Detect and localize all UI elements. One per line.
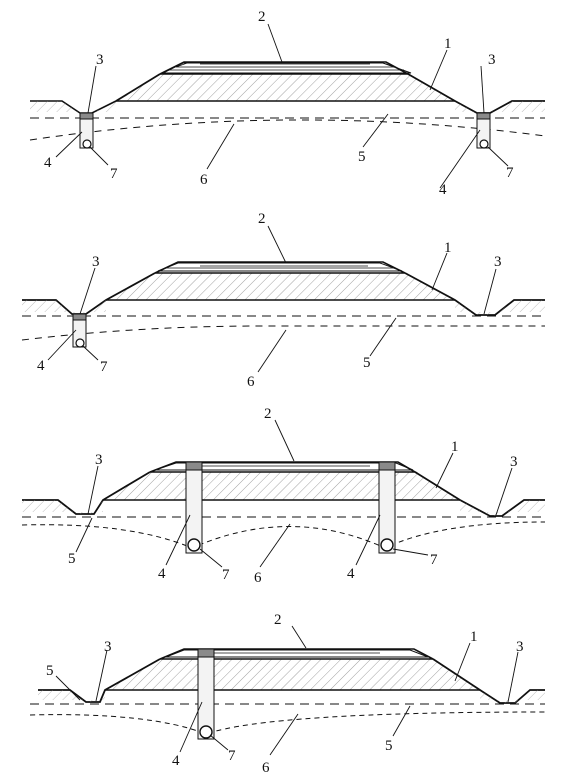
label-1: 1 — [451, 439, 459, 455]
label-5: 5 — [363, 355, 371, 371]
panel-3: 2 1 3 3 5 4 7 6 4 7 — [21, 406, 546, 586]
panel-2-labels: 2 1 3 3 4 7 6 5 — [37, 211, 502, 390]
label-2: 2 — [274, 612, 282, 628]
panel-2: 2 1 3 3 4 7 6 5 — [21, 211, 545, 390]
label-7-right: 7 — [430, 552, 438, 568]
ground-surface — [38, 658, 545, 704]
label-5-right: 5 — [385, 738, 393, 754]
label-6: 6 — [254, 570, 262, 586]
label-4-left: 4 — [44, 155, 52, 171]
leader-lines — [55, 625, 519, 756]
label-4-right: 4 — [439, 182, 447, 198]
label-2: 2 — [264, 406, 272, 422]
label-5: 5 — [358, 149, 366, 165]
leader-lines — [47, 225, 497, 373]
depression-curve — [21, 325, 545, 341]
label-4-right: 4 — [347, 566, 355, 582]
panel-4-labels: 2 1 5 3 3 4 7 6 5 — [46, 612, 524, 776]
embankment — [103, 461, 460, 501]
label-7: 7 — [100, 359, 108, 375]
label-7-left: 7 — [222, 567, 230, 583]
label-1: 1 — [444, 240, 452, 256]
pipe — [75, 338, 85, 348]
label-7: 7 — [228, 748, 236, 764]
pipe-left — [187, 538, 201, 552]
panel-3-labels: 2 1 3 3 5 4 7 6 4 7 — [68, 406, 518, 586]
leader-lines — [55, 23, 509, 189]
depression-curve — [29, 119, 546, 141]
label-7-left: 7 — [110, 166, 118, 182]
leader-lines — [75, 419, 513, 568]
label-2: 2 — [258, 211, 266, 227]
drain-right — [476, 112, 491, 149]
drain-left — [72, 313, 87, 348]
depression-curve — [21, 521, 546, 549]
ground-surface — [22, 471, 545, 517]
drain-left — [185, 461, 203, 554]
label-4: 4 — [172, 753, 180, 769]
label-3-right: 3 — [488, 52, 496, 68]
drain — [197, 648, 215, 740]
embankment — [105, 648, 480, 691]
label-5: 5 — [68, 551, 76, 567]
label-6: 6 — [262, 760, 270, 776]
label-6: 6 — [200, 172, 208, 188]
label-3-right: 3 — [510, 454, 518, 470]
embankment — [116, 61, 455, 102]
pipe-right — [479, 139, 489, 149]
panel-4: 2 1 5 3 3 4 7 6 5 — [29, 612, 546, 776]
label-2: 2 — [258, 9, 266, 25]
panel-1: 2 1 3 3 4 7 4 7 6 5 — [29, 9, 546, 198]
label-1: 1 — [444, 36, 452, 52]
panel-1-labels: 2 1 3 3 4 7 4 7 6 5 — [44, 9, 514, 198]
depression-curve — [29, 711, 546, 735]
label-3-left: 3 — [92, 254, 100, 270]
drain-right — [378, 461, 396, 554]
label-7-right: 7 — [506, 165, 514, 181]
label-4: 4 — [37, 358, 45, 374]
label-3-right: 3 — [494, 254, 502, 270]
pipe-left — [82, 139, 92, 149]
drain-left — [79, 112, 94, 149]
label-3-left: 3 — [96, 52, 104, 68]
label-5: 5 — [46, 663, 54, 679]
label-1: 1 — [470, 629, 478, 645]
label-3-left: 3 — [95, 452, 103, 468]
embankment — [106, 261, 455, 301]
label-3-left: 3 — [104, 639, 112, 655]
label-3-right: 3 — [516, 639, 524, 655]
pipe-right — [380, 538, 394, 552]
label-4-left: 4 — [158, 566, 166, 582]
pipe — [199, 725, 213, 739]
label-6: 6 — [247, 374, 255, 390]
